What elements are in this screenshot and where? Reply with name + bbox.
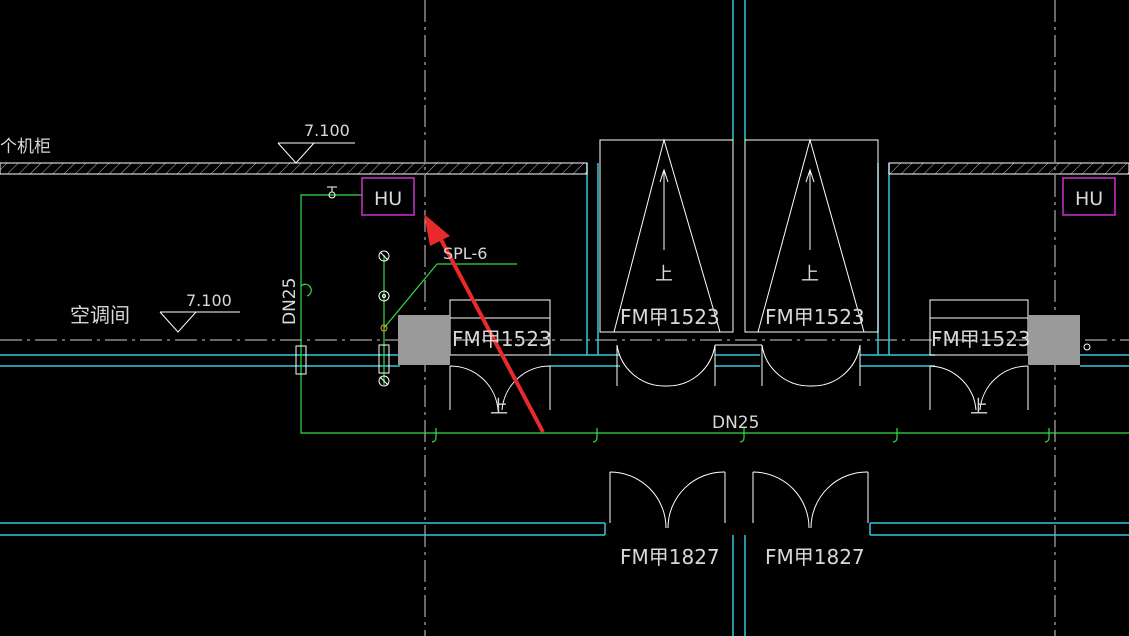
orange-valve [380, 324, 388, 332]
stair-up-label-3: 上 [490, 397, 508, 418]
hu-label-left: HU [374, 188, 402, 210]
stair-up-label-4: 上 [970, 397, 988, 418]
stair-block-left [599, 138, 734, 333]
door-label-fm1523-a: FM甲1523 [620, 305, 720, 329]
stair-block-right [744, 138, 879, 333]
small-circle [1083, 343, 1091, 351]
red-arrow [424, 214, 545, 433]
elevation-label-2: 7.100 [186, 291, 232, 310]
doors-middle [616, 344, 861, 387]
elevation-label-1: 7.100 [304, 121, 350, 140]
room-ac-label: 空调间 [70, 303, 130, 327]
hu-box-right[interactable] [1062, 177, 1116, 216]
stair-up-label-2: 上 [801, 264, 819, 285]
door-label-fm1523-b: FM甲1523 [765, 305, 865, 329]
spl-tag-label: SPL-6 [443, 244, 487, 263]
pipe-label-vertical: DN25 [280, 278, 300, 325]
hu-label-right: HU [1075, 188, 1103, 210]
hu-box-left[interactable] [361, 177, 415, 216]
green-pipe [300, 194, 1129, 443]
door-label-fm1827-a: FM甲1827 [620, 545, 720, 569]
stair-up-label-1: 上 [655, 264, 673, 285]
small-stair-right [929, 299, 1029, 411]
doors-bottom [609, 471, 869, 529]
room-cabinet-label: 个机柜 [0, 137, 51, 157]
pipe-label-horizontal: DN25 [712, 413, 759, 433]
door-label-fm1523-d: FM甲1523 [931, 327, 1031, 351]
hatched-wall [0, 162, 1129, 175]
pipe-fittings [295, 186, 390, 387]
gray-block-left [398, 315, 450, 365]
door-label-fm1523-c: FM甲1523 [452, 327, 552, 351]
gray-block-right [1028, 315, 1080, 365]
door-label-fm1827-b: FM甲1827 [765, 545, 865, 569]
elevation-symbols [159, 142, 355, 333]
